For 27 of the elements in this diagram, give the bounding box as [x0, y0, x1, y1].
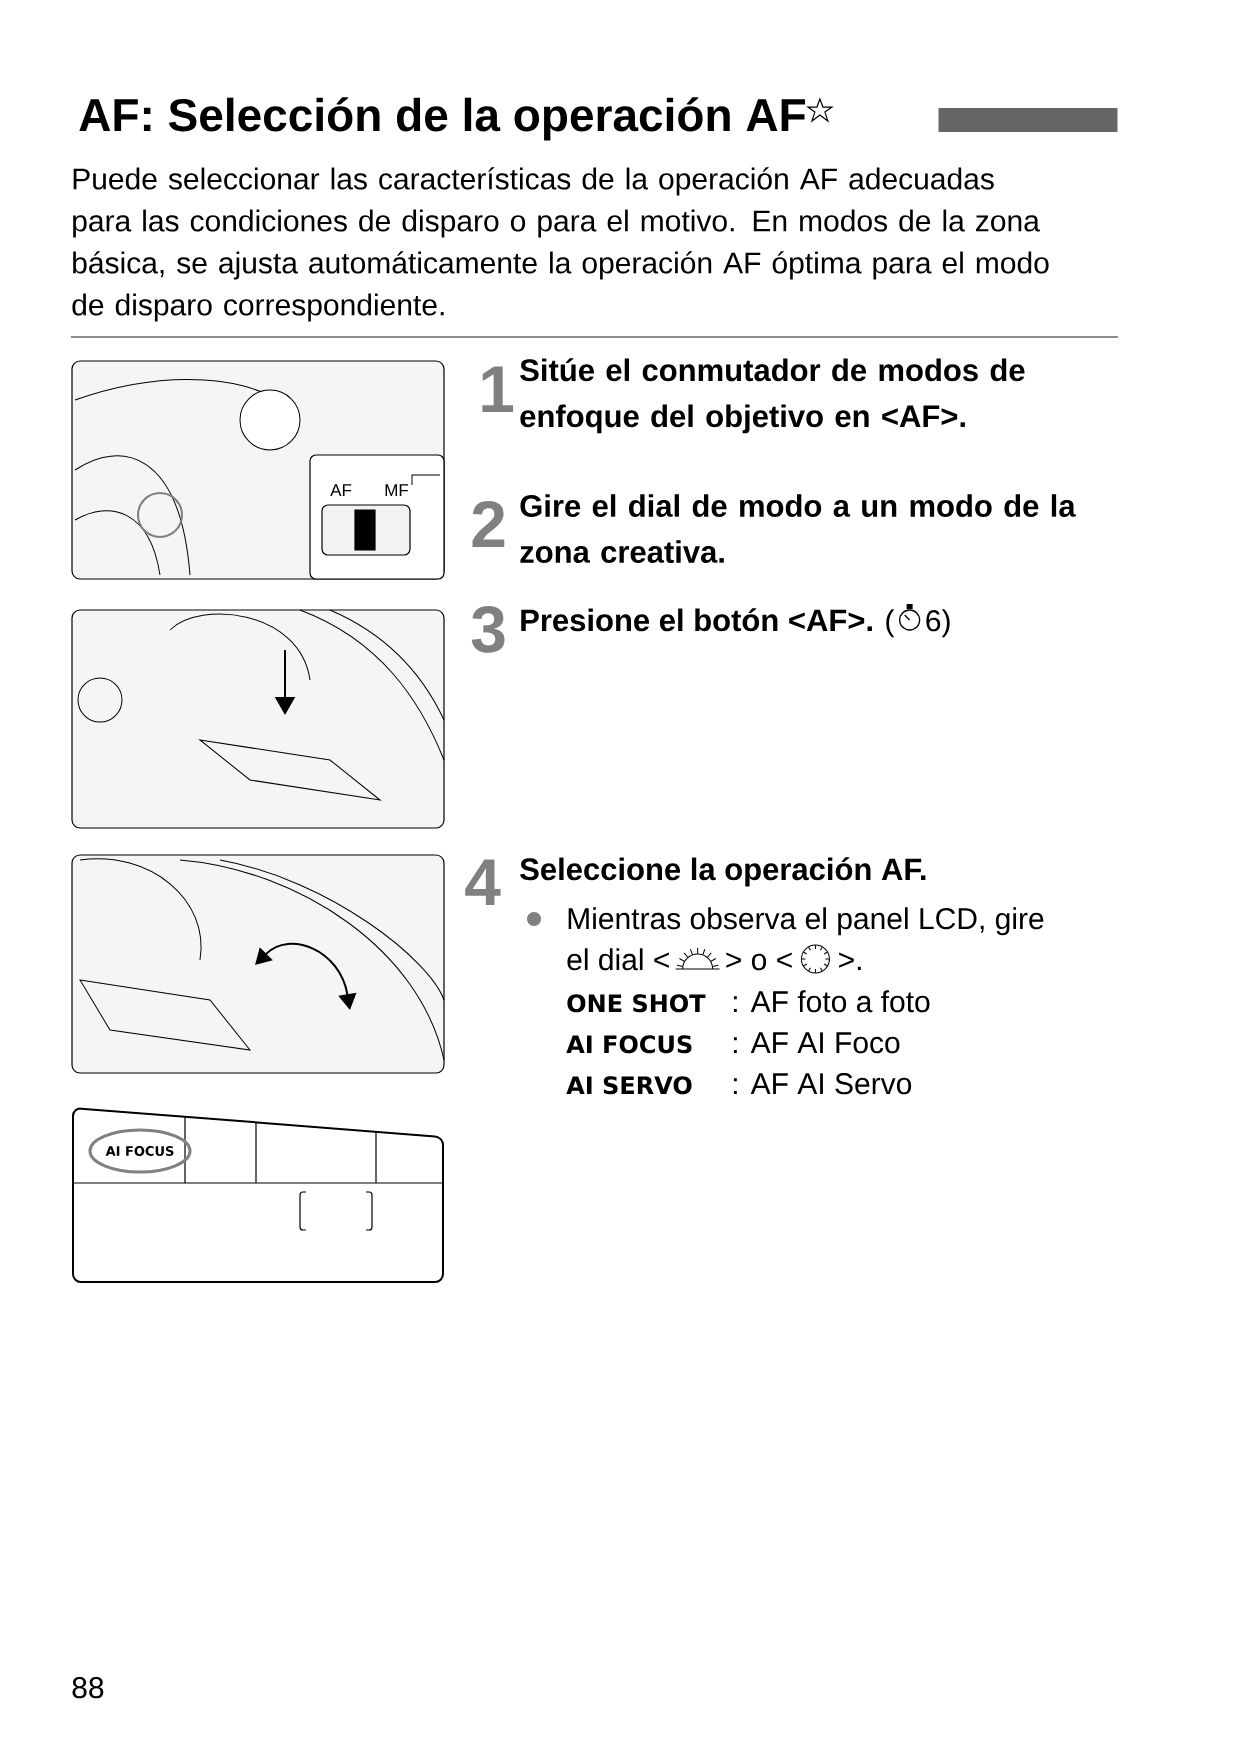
mode-description: : AF foto a foto [733, 990, 930, 1013]
step-text: Sitúe el conmutador de modos de enfoque del objetivo en <AF>. [520, 358, 1025, 434]
bullet-text: el dial < [567, 948, 669, 971]
step-text: Gire el dial de modo a un modo de la zona creativa. [520, 494, 1076, 563]
parenthesis: ( [886, 609, 895, 638]
step-number: 4 [465, 859, 501, 905]
mode-description: : AF AI Servo [733, 1073, 912, 1095]
page-number: 88 [72, 1677, 104, 1699]
bullet-text: >. [839, 952, 861, 970]
mode-name: AI SERVO [566, 1076, 692, 1095]
page-title: AF: Selección de la operación AF [79, 97, 805, 141]
lcd-mode-text: AI FOCUS [105, 1146, 174, 1156]
mode-name: ONE SHOT [567, 994, 706, 1013]
step-number: 1 [482, 366, 514, 412]
bullet-text: > o < [726, 952, 792, 971]
step-number: 3 [471, 605, 505, 653]
step-text: Presione el botón <AF>. [521, 608, 872, 632]
title-bar [938, 108, 1118, 132]
switch-label: AF [330, 484, 352, 496]
mode-description: : AF AI Foco [733, 1032, 900, 1054]
bullet-text: Mientras observa el panel LCD, gire [568, 907, 1044, 936]
mode-name: AI FOCUS [566, 1035, 692, 1054]
page-reference: 6) [926, 609, 950, 638]
step-text: Seleccione la operación AF. [520, 857, 926, 887]
switch-label: MF [385, 484, 409, 496]
intro-paragraph: Puede seleccionar las características de la operación AF adecuadas para las condiciones de disparo o para el motivo. En modos de la zona básica, se ajusta automáticamente la operación AF óptima para el modo de disparo correspondiente. [72, 167, 1049, 322]
step-number: 2 [472, 500, 505, 547]
